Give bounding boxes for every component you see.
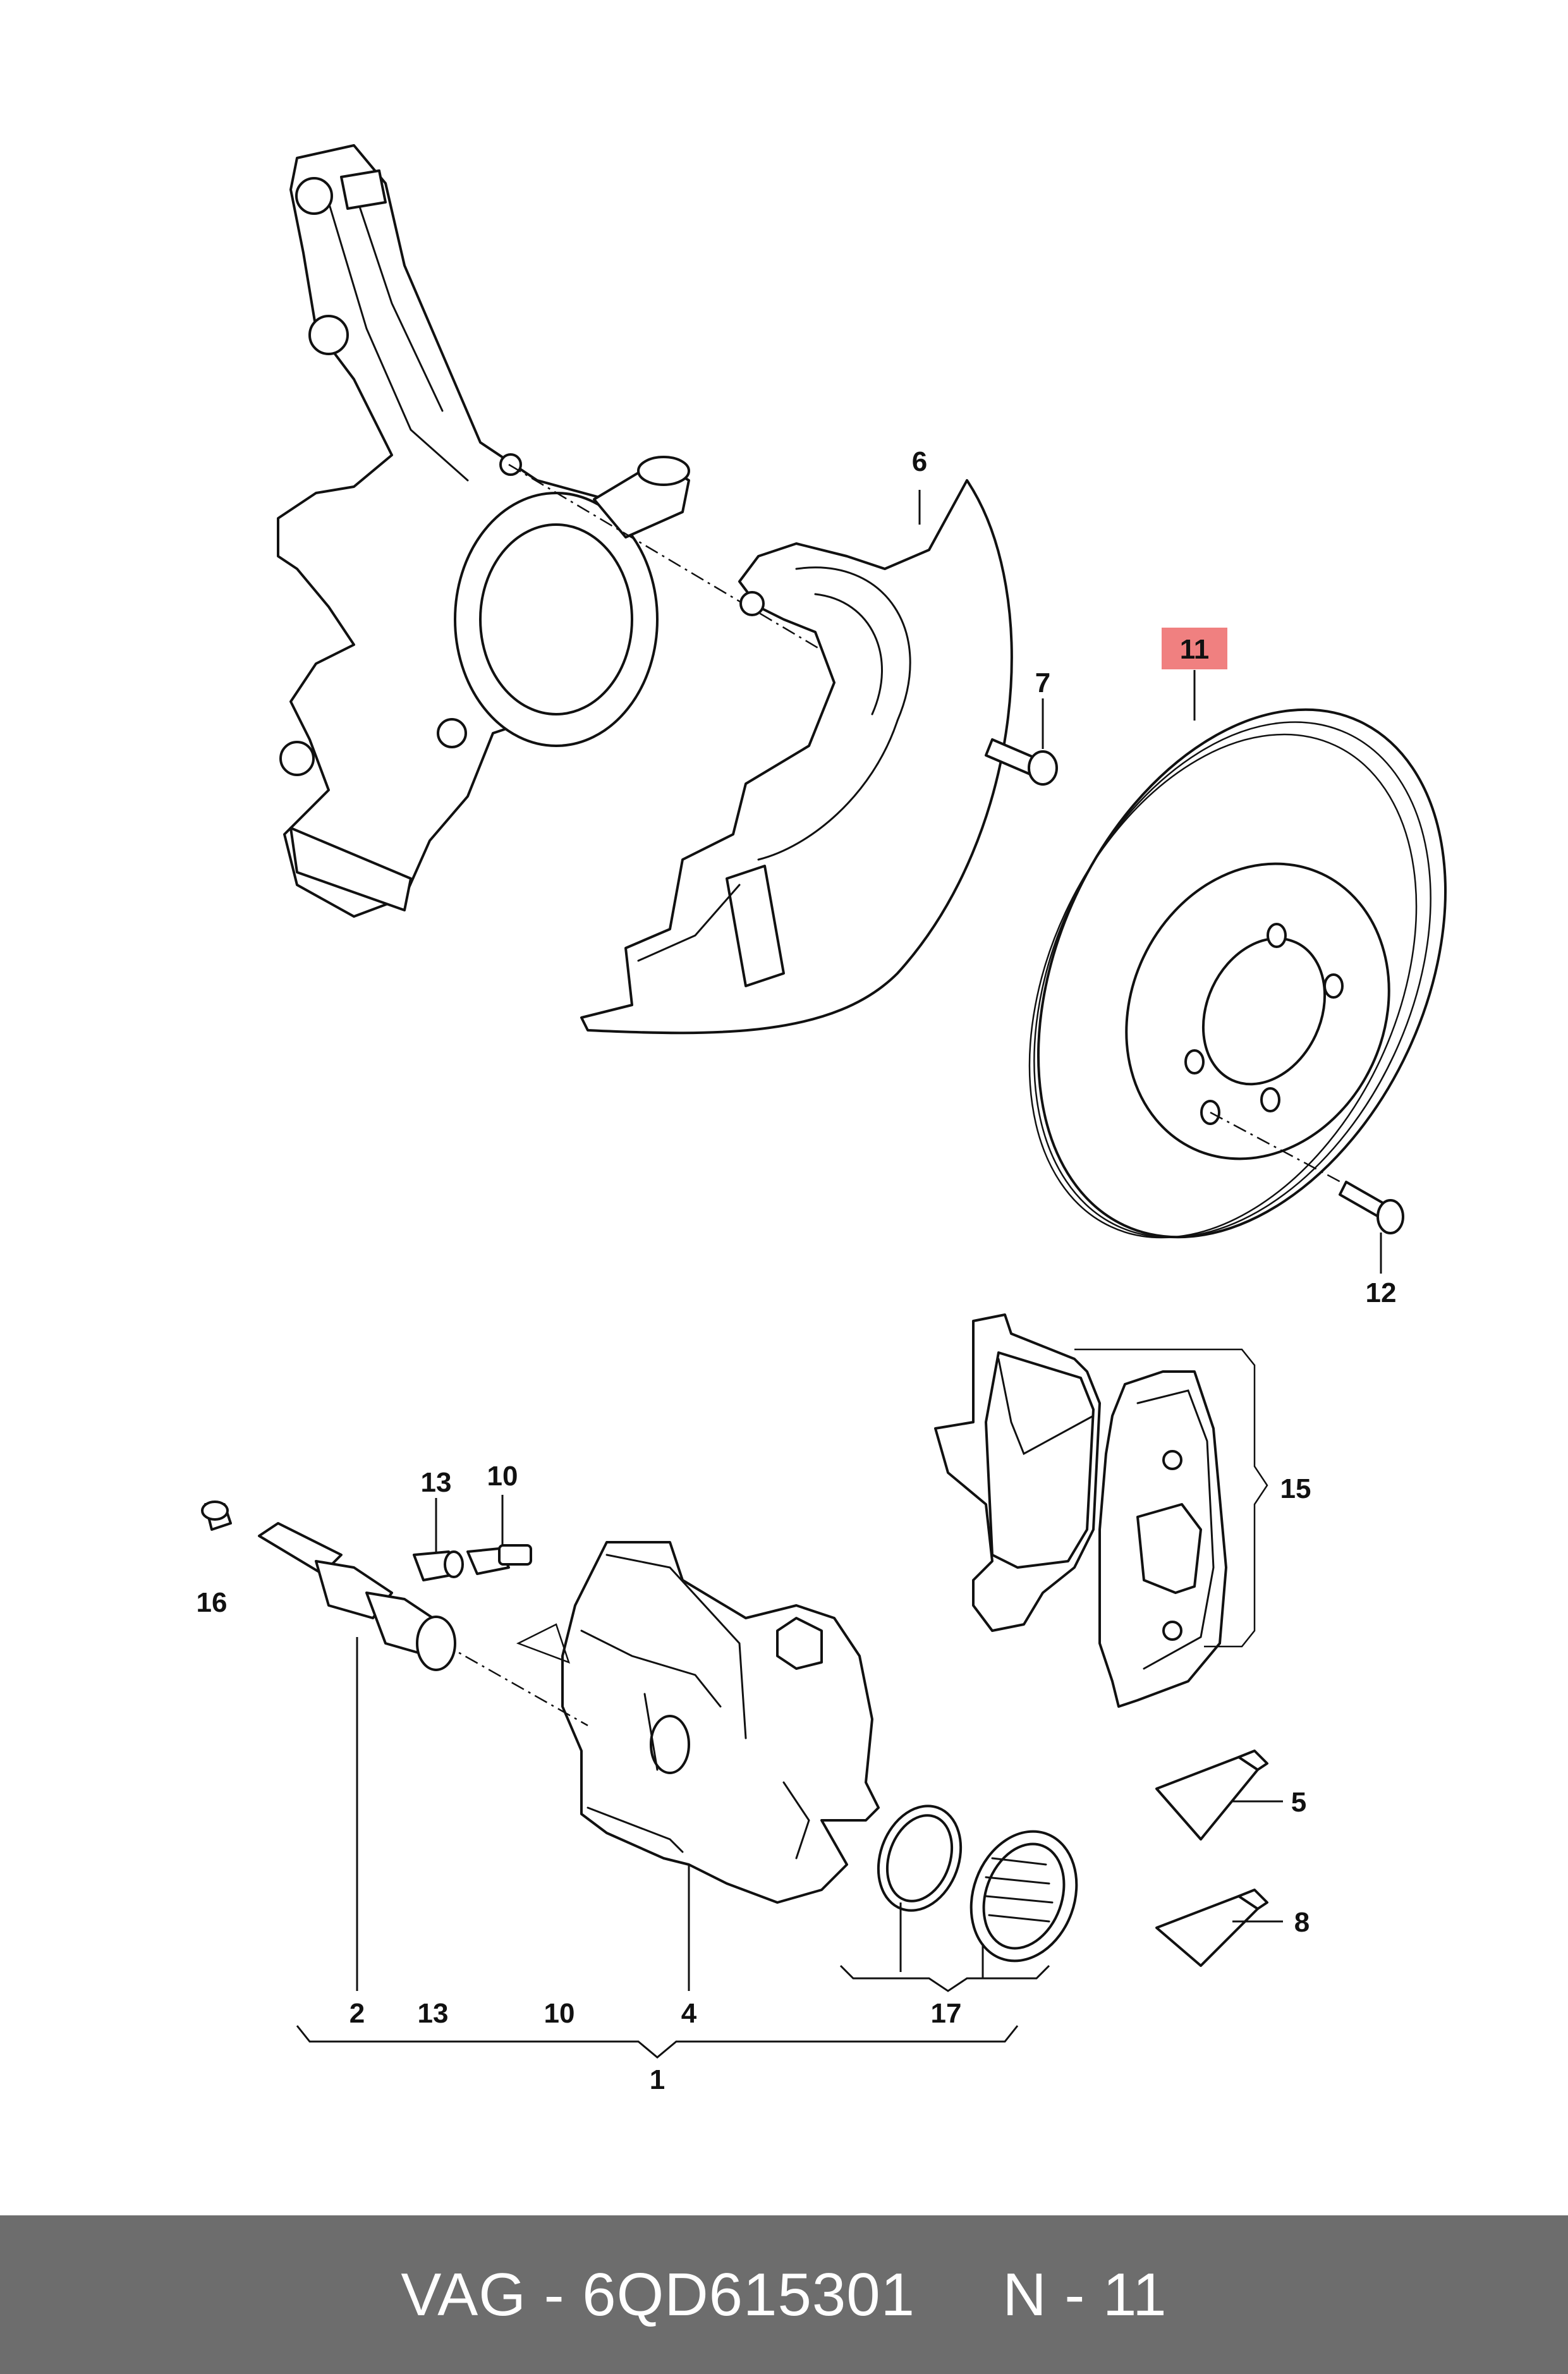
splash-shield [580,479,1013,1035]
axis-line-caliper [442,1642,588,1727]
brand-text: VAG [401,2260,526,2328]
grease-tube [1155,1750,1268,1841]
steering-knuckle [277,144,690,918]
label-10-top: 10 [487,1461,518,1492]
part-number-banner: VAG - 6QD615301 N - 11 [0,2215,1568,2374]
label-2: 2 [349,1998,365,2029]
label-10-bottom: 10 [544,1998,575,2029]
label-7: 7 [1035,667,1050,698]
brake-disc [1028,708,1447,1239]
label-13-bottom: 13 [418,1998,449,2029]
banner-text: VAG - 6QD615301 N - 11 [401,2260,1167,2330]
brake-assembly-diagram: 6 7 11 12 15 13 10 16 5 8 2 13 10 4 17 1 [197,144,1447,2095]
label-12: 12 [1366,1277,1397,1308]
dust-cap [413,1550,464,1581]
axis-line-disc [1210,1111,1353,1190]
highlight-box-11 [1162,628,1227,669]
label-4: 4 [681,1998,697,2029]
label-16: 16 [197,1587,228,1618]
bracket-1 [296,2025,1019,2059]
brake-pad-outer [934,1313,1101,1632]
disc-screw [1339,1181,1404,1234]
brake-pad-inner [1098,1370,1227,1708]
caliper-housing [561,1541,880,1904]
label-15: 15 [1280,1473,1311,1504]
label-6: 6 [912,446,927,477]
label-8: 8 [1294,1907,1310,1938]
separator-text: - [526,2260,583,2328]
label-11: 11 [1180,634,1210,665]
piston-boot [969,1830,1078,1963]
position-code: N - 11 [1002,2260,1167,2328]
caliper-bracket-tab [516,1623,571,1664]
label-17: 17 [931,1998,962,2029]
label-13-top: 13 [421,1467,452,1498]
spacer-text [915,2261,1002,2328]
seal-ring [877,1805,963,1912]
bracket-17 [839,1964,1050,1992]
bleed-screw [466,1544,532,1575]
shield-bolt [985,738,1058,786]
label-5: 5 [1291,1787,1306,1818]
label-1: 1 [650,2064,665,2095]
cap [201,1500,232,1531]
part-number: 6QD615301 [582,2260,915,2328]
paste-tube [1155,1889,1268,1967]
guide-pin [258,1522,456,1671]
bracket-15 [1074,1348,1268,1648]
